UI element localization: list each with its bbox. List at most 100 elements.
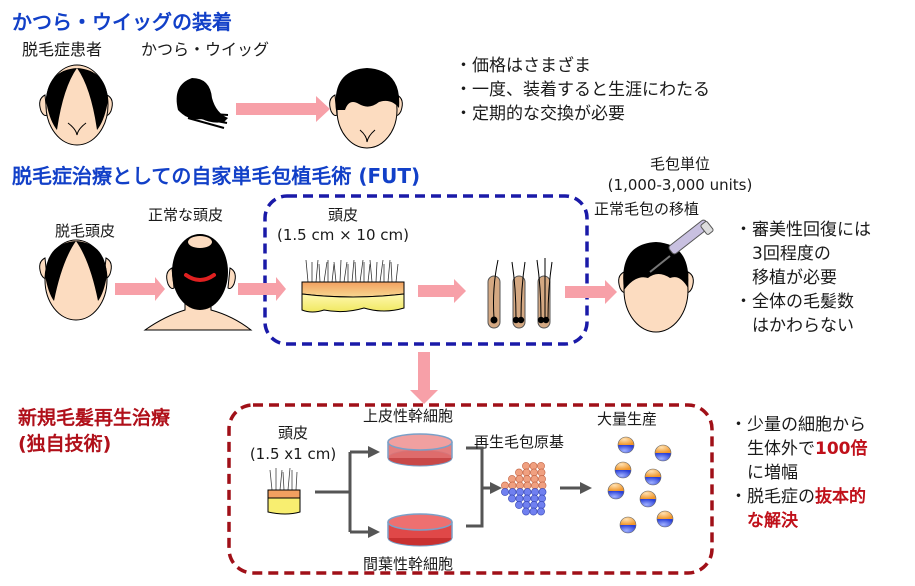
germ-cell bbox=[523, 494, 531, 503]
bald-head-icon bbox=[39, 64, 113, 146]
wig-icon bbox=[176, 78, 229, 129]
hair-germ-cell bbox=[644, 468, 662, 486]
regen-section-title: 新規毛髪再生治療 (独自技術) bbox=[18, 405, 170, 457]
germ-cell bbox=[515, 475, 524, 483]
regen-bullets: ・少量の細胞から 生体外で100倍 に増幅 ・脱毛症の抜本的 な解決 bbox=[730, 413, 868, 533]
syringe-icon bbox=[649, 219, 714, 273]
fut-section-title: 脱毛症治療としての自家単毛包植毛術 (FUT) bbox=[12, 164, 421, 188]
germ-cell bbox=[531, 481, 539, 490]
label-germ: 再生毛包原基 bbox=[474, 433, 565, 451]
arrow-right-icon bbox=[115, 277, 165, 301]
regen-title-line1: 新規毛髪再生治療 bbox=[18, 407, 171, 429]
regen-bullet-highlight: 抜本的 bbox=[815, 487, 866, 507]
label-mass-production: 大量生産 bbox=[597, 410, 658, 428]
head-with-wig-icon bbox=[329, 68, 403, 149]
hair-germ-cell bbox=[619, 516, 637, 534]
arrow-down-icon bbox=[410, 352, 438, 404]
germ-cell bbox=[537, 501, 546, 509]
back-head-incision-icon bbox=[143, 234, 253, 331]
regen-bullet-line: 生体外で100倍 bbox=[730, 437, 868, 461]
hair-germ-cell bbox=[614, 461, 632, 479]
germ-cell bbox=[530, 501, 538, 509]
scalp-strip-icon bbox=[301, 259, 405, 313]
fut-bullet-line: 3回程度の bbox=[735, 244, 831, 264]
arrow-right-icon bbox=[418, 279, 466, 303]
regen-process-box bbox=[227, 403, 714, 575]
branch-arrows bbox=[315, 446, 580, 534]
label-bald-scalp: 脱毛頭皮 bbox=[55, 222, 116, 240]
wig-section-title: かつら・ウイッグの装着 bbox=[12, 10, 232, 34]
regen-bullet-text: 生体外で bbox=[730, 439, 815, 459]
label-scalp-size: (1.5 cm × 10 cm) bbox=[276, 226, 409, 244]
regen-bullet-highlight: 100倍 bbox=[815, 439, 868, 459]
small-scalp-icon bbox=[267, 467, 301, 515]
mass-production-cells-icon bbox=[607, 436, 674, 534]
regen-bullet-highlight: な解決 bbox=[730, 511, 798, 531]
germ-cell bbox=[501, 488, 509, 496]
germ-cell bbox=[515, 501, 523, 509]
germ-cell bbox=[537, 462, 545, 470]
regen-bullet-line: ・脱毛症の抜本的 bbox=[730, 485, 868, 509]
germ-cell bbox=[523, 488, 532, 496]
fut-bullet-line: ・全体の毛髪数 bbox=[735, 292, 854, 312]
transplant-head-icon bbox=[618, 242, 694, 333]
label-regen-scalp-size: (1.5 x1 cm) bbox=[249, 445, 337, 463]
germ-cell bbox=[516, 488, 524, 496]
label-scalp: 頭皮 bbox=[327, 206, 358, 224]
germ-cell bbox=[538, 488, 547, 496]
follicle-germ-cluster-icon bbox=[501, 462, 547, 516]
hair-follicles-icon bbox=[487, 258, 553, 329]
petri-dish-mesenchymal-icon bbox=[387, 513, 453, 547]
label-mesenchymal: 間葉性幹細胞 bbox=[363, 555, 454, 573]
germ-cell bbox=[531, 488, 539, 496]
germ-cell bbox=[508, 494, 516, 503]
wig-bullets: ・価格はさまざま ・一度、装着すると生涯にわたる ・定期的な交換が必要 bbox=[455, 54, 710, 126]
regen-bullet-line: に増幅 bbox=[730, 463, 798, 483]
arrow-right-icon bbox=[236, 96, 330, 122]
germ-cell bbox=[508, 475, 516, 483]
germ-cell bbox=[501, 481, 509, 490]
hair-germ-cell bbox=[654, 444, 672, 462]
fut-bullet-line: ・審美性回復には bbox=[735, 220, 871, 240]
regen-bullet-text: ・脱毛症の bbox=[730, 487, 815, 507]
germ-cell bbox=[538, 475, 546, 483]
germ-cell bbox=[530, 468, 538, 477]
label-follicle-count: (1,000-3,000 units) bbox=[607, 176, 753, 194]
germ-cell bbox=[537, 468, 546, 477]
germ-cell bbox=[522, 468, 531, 477]
wig-bullet: ・価格はさまざま bbox=[455, 56, 591, 76]
arrow-right-icon bbox=[565, 280, 617, 304]
germ-cell bbox=[523, 481, 532, 490]
fut-bullets: ・審美性回復には 3回程度の 移植が必要 ・全体の毛髪数 はかわらない bbox=[735, 218, 871, 338]
label-regen-scalp: 頭皮 bbox=[277, 424, 308, 442]
germ-cell bbox=[515, 494, 524, 503]
germ-cell bbox=[530, 475, 539, 483]
label-patient: 脱毛症患者 bbox=[22, 40, 103, 59]
germ-cell bbox=[529, 507, 538, 516]
germ-cell bbox=[537, 507, 545, 516]
germ-cell bbox=[522, 462, 530, 470]
germ-cell bbox=[538, 481, 547, 490]
germ-cell bbox=[530, 494, 539, 503]
germ-cell bbox=[522, 507, 530, 516]
germ-cell bbox=[508, 481, 517, 490]
germ-cell bbox=[508, 488, 517, 496]
regen-bullet-line: ・少量の細胞から bbox=[730, 415, 866, 435]
label-transplant: 正常毛包の移植 bbox=[594, 200, 700, 218]
hair-germ-cell bbox=[656, 510, 674, 528]
wig-bullet: ・一度、装着すると生涯にわたる bbox=[455, 80, 710, 100]
arrow-right-icon bbox=[238, 277, 286, 301]
fut-bullet-line: 移植が必要 bbox=[735, 268, 837, 288]
germ-cell bbox=[516, 481, 524, 490]
regen-title-line2: (独自技術) bbox=[18, 433, 112, 455]
hair-germ-cell bbox=[607, 482, 625, 500]
fut-bullet-line: はかわらない bbox=[735, 316, 854, 336]
germ-cell bbox=[515, 468, 523, 477]
germ-cell bbox=[529, 462, 538, 470]
label-wig: かつら・ウイッグ bbox=[141, 40, 270, 59]
label-normal-scalp: 正常な頭皮 bbox=[148, 206, 224, 224]
hair-germ-cell bbox=[617, 436, 635, 454]
germ-cell bbox=[538, 494, 546, 503]
petri-dish-epithelial-icon bbox=[387, 433, 453, 467]
